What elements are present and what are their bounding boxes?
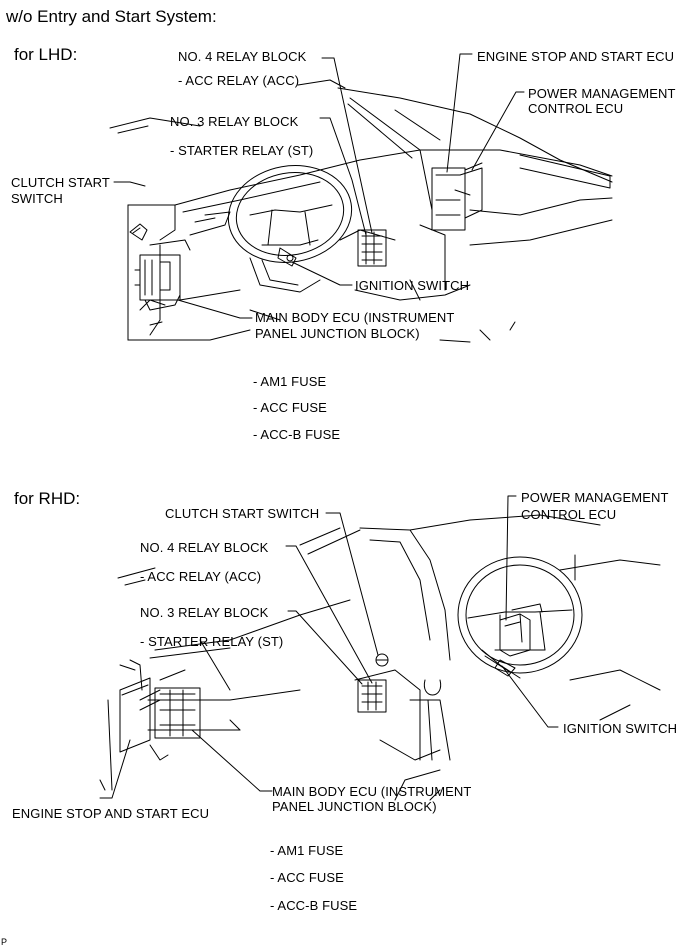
rhd-fuse-item: - ACC FUSE [270,870,344,885]
lhd-fuse-item: - ACC FUSE [253,400,327,415]
lhd-clutch-start-label-line1: CLUTCH START [11,175,110,190]
lhd-main-body-ecu-label-line1: MAIN BODY ECU (INSTRUMENT [255,310,455,325]
lhd-engine-stop-start-ecu-label: ENGINE STOP AND START ECU [477,49,675,64]
rhd-heading: for RHD: [14,489,81,508]
rhd-clutch-start-switch-label: CLUTCH START SWITCH [165,506,320,521]
rhd-leader-lines [99,495,559,799]
rhd-power-mgmt-label-line1: POWER MANAGEMENT [521,490,669,505]
lhd-fuse-item: - ACC-B FUSE [253,427,341,442]
rhd-fuse-item: - ACC-B FUSE [270,898,358,913]
rhd-engine-stop-start-ecu-label: ENGINE STOP AND START ECU [12,806,210,821]
rhd-power-mgmt-label-line2: CONTROL ECU [521,507,617,522]
rhd-no3-relay-block-label: NO. 3 RELAY BLOCK [140,605,269,620]
lhd-power-mgmt-label-line2: CONTROL ECU [528,101,624,116]
footer-code: P [1,937,8,947]
rhd-main-body-ecu-label-line1: MAIN BODY ECU (INSTRUMENT [272,784,472,799]
lhd-leader-lines [113,53,525,319]
lhd-main-body-ecu-label-line2: PANEL JUNCTION BLOCK) [255,326,420,341]
rhd-no4-relay-block-label: NO. 4 RELAY BLOCK [140,540,269,555]
lhd-starter-relay-label: - STARTER RELAY (ST) [170,143,314,158]
rhd-acc-relay-label: - ACC RELAY (ACC) [140,569,262,584]
lhd-heading: for LHD: [14,45,78,64]
lhd-fuse-item: - AM1 FUSE [253,374,327,389]
page-title: w/o Entry and Start System: [6,7,217,26]
lhd-ignition-switch-label: IGNITION SWITCH [355,278,470,293]
lhd-power-mgmt-label-line1: POWER MANAGEMENT [528,86,676,101]
rhd-dashboard-illustration [99,514,661,801]
rhd-fuse-item: - AM1 FUSE [270,843,344,858]
lhd-clutch-start-label-line2: SWITCH [11,191,63,206]
lhd-dashboard-illustration [109,79,613,343]
rhd-starter-relay-label: - STARTER RELAY (ST) [140,634,284,649]
rhd-ignition-switch-label: IGNITION SWITCH [563,721,678,736]
rhd-main-body-ecu-label-line2: PANEL JUNCTION BLOCK) [272,799,437,814]
lhd-no3-relay-block-label: NO. 3 RELAY BLOCK [170,114,299,129]
lhd-no4-relay-block-label: NO. 4 RELAY BLOCK [178,49,307,64]
lhd-acc-relay-label: - ACC RELAY (ACC) [178,73,300,88]
